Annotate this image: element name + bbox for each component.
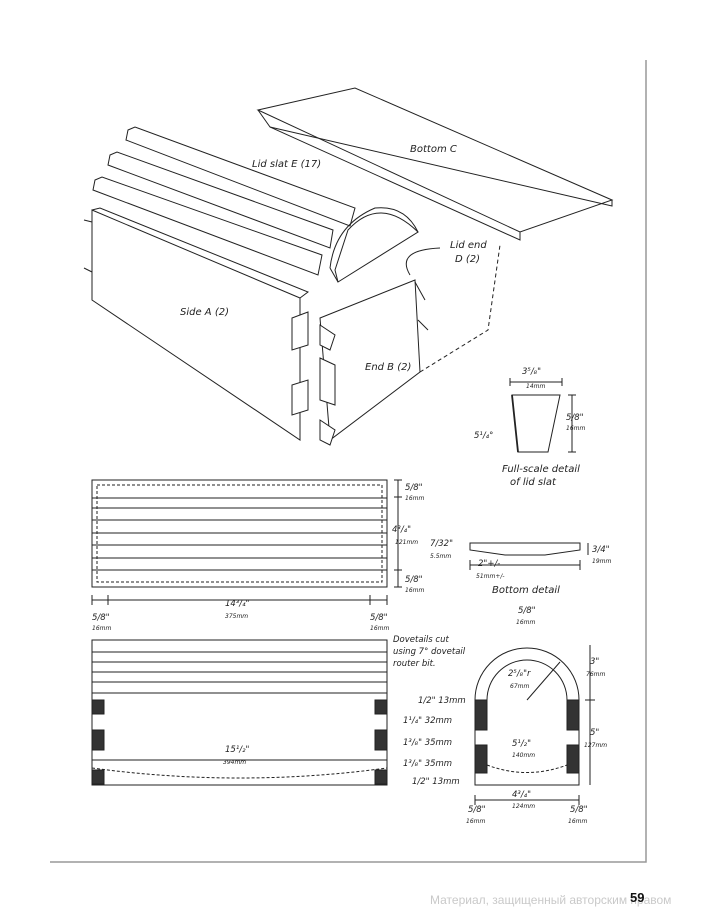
- dim-end-top-mm: 16mm: [516, 619, 535, 626]
- page-frame: [50, 60, 647, 863]
- label-dovetails-1: Dovetails cut: [393, 635, 449, 645]
- dim-slat-angle: 5¹/₄°: [474, 431, 493, 441]
- front-elevation: [91, 479, 402, 605]
- label-lid-end-d-1: Lid end: [450, 240, 487, 251]
- end-elevation: [474, 645, 595, 805]
- label-lid-end-d-2: D (2): [455, 254, 480, 265]
- page-number: 59: [630, 890, 645, 905]
- dim-end-top: 5/8": [518, 606, 536, 616]
- label-full-scale-1: Full-scale detail: [502, 464, 580, 475]
- dim-front-right-mm: 16mm: [370, 625, 389, 632]
- bottom-detail: [469, 542, 589, 570]
- dim-bd-mid-mm: 51mm+/-: [476, 573, 505, 580]
- dim-front-top: 5/8": [405, 483, 423, 493]
- dim-end-5-mm: 127mm: [584, 742, 607, 749]
- label-bottom-c: Bottom C: [410, 144, 457, 155]
- side-a-board: [83, 207, 310, 441]
- dim-slat-h: 5/8": [566, 413, 584, 423]
- label-lid-slat-e: Lid slat E (17): [252, 159, 321, 170]
- dim-front-right: 5/8": [370, 613, 388, 623]
- dim-end-3-mm: 76mm: [586, 671, 605, 678]
- end-b-board: [319, 279, 429, 446]
- dim-slat-h-mm: 16mm: [566, 425, 585, 432]
- lid-slats: [92, 126, 356, 276]
- dim-front-left: 5/8": [92, 613, 110, 623]
- dim-end-br-mm: 16mm: [568, 818, 587, 825]
- dim-side-len: 15¹/₂": [225, 745, 249, 755]
- dim-side-len-mm: 394mm: [223, 759, 246, 766]
- dim-end-b: 1¹/₄" 32mm: [403, 716, 452, 726]
- dim-end-r-mm: 67mm: [510, 683, 529, 690]
- dim-end-3: 3": [590, 657, 599, 667]
- label-bottom-detail: Bottom detail: [492, 585, 560, 596]
- dim-end-a: 1/2" 13mm: [418, 696, 466, 706]
- dim-bd-right-mm: 19mm: [592, 558, 611, 565]
- dim-front-len-mm: 375mm: [225, 613, 248, 620]
- dim-slat-w: 3⁵/₈": [522, 367, 541, 377]
- dim-front-mid-mm: 121mm: [395, 539, 418, 546]
- dim-front-bot-mm: 16mm: [405, 587, 424, 594]
- dim-end-d: 1³/₈" 35mm: [403, 759, 452, 769]
- dim-end-inner-mm: 140mm: [512, 752, 535, 759]
- bottom-c-board: [256, 87, 614, 241]
- label-dovetails-3: router bit.: [393, 659, 436, 669]
- dim-end-r: 2⁵/₈"r: [508, 669, 531, 679]
- side-elevation: [91, 639, 388, 786]
- dim-bd-left-mm: 5.5mm: [430, 553, 451, 560]
- dim-end-inner: 5¹/₂": [512, 739, 531, 749]
- dim-front-left-mm: 16mm: [92, 625, 111, 632]
- dim-end-c: 1³/₈" 35mm: [403, 738, 452, 748]
- label-side-a: Side A (2): [180, 307, 229, 318]
- dim-end-e: 1/2" 13mm: [412, 777, 460, 787]
- dim-end-bl-mm: 16mm: [466, 818, 485, 825]
- dim-front-len: 14³/₄": [225, 599, 249, 609]
- dim-end-5: 5": [590, 728, 599, 738]
- dim-end-bl: 5/8": [468, 805, 486, 815]
- dim-front-top-mm: 16mm: [405, 495, 424, 502]
- dim-front-mid: 4³/₄": [392, 525, 411, 535]
- lid-slat-detail: [509, 378, 576, 453]
- lid-end-d: [329, 207, 419, 283]
- label-full-scale-2: of lid slat: [510, 477, 557, 488]
- dim-end-width: 4³/₄": [512, 790, 531, 800]
- dim-bd-right: 3/4": [592, 545, 610, 555]
- label-dovetails-2: using 7° dovetail: [393, 647, 466, 657]
- label-end-b: End B (2): [365, 362, 411, 373]
- dim-end-width-mm: 124mm: [512, 803, 535, 810]
- watermark: Материал, защищенный авторским правом: [430, 893, 672, 907]
- dim-slat-w-mm: 14mm: [526, 383, 545, 390]
- dim-bd-left: 7/32": [430, 539, 453, 549]
- dim-end-br: 5/8": [570, 805, 588, 815]
- dim-front-bot: 5/8": [405, 575, 423, 585]
- dim-bd-mid: 2"+/-: [478, 559, 500, 569]
